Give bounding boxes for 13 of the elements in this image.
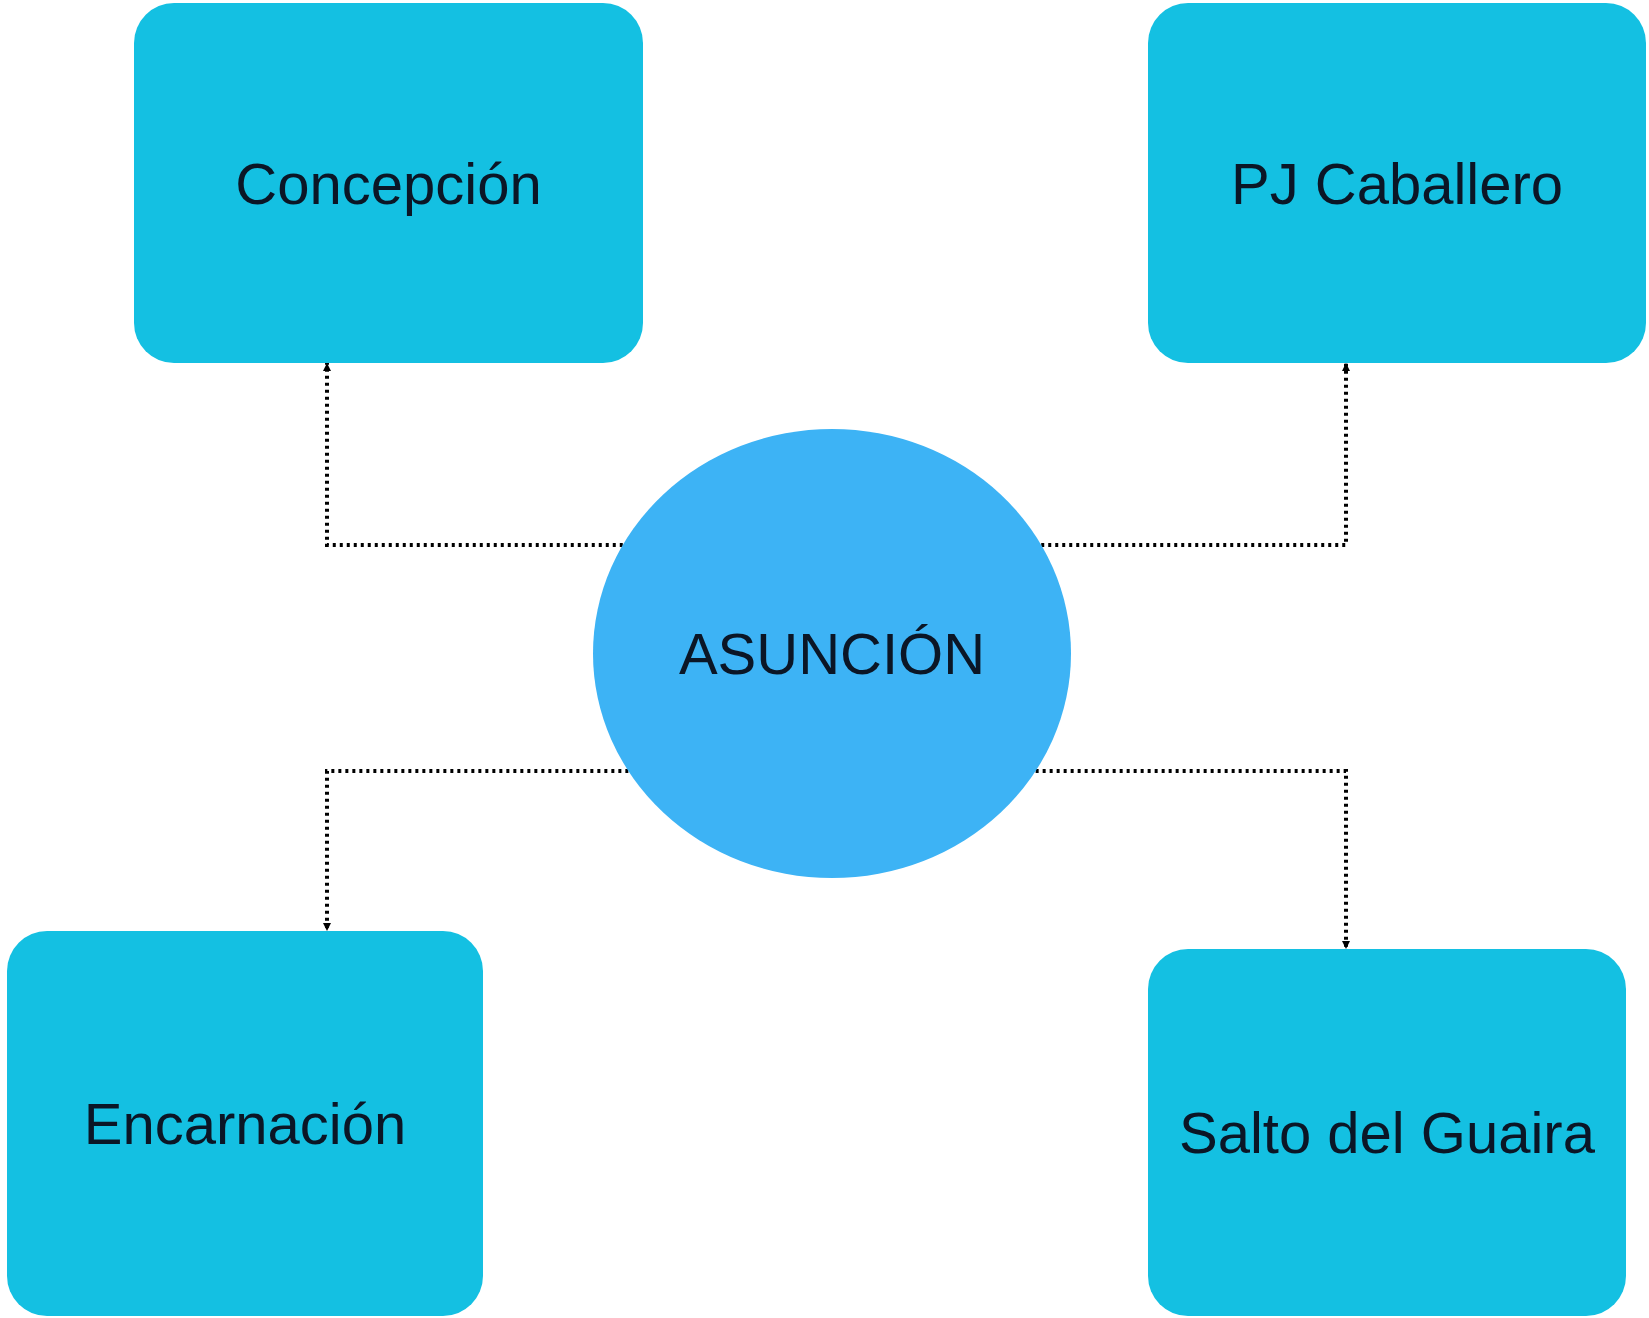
city-box <box>1148 3 1646 363</box>
city-name: Salto del Guaira <box>1179 1099 1595 1167</box>
city-name: Encarnación <box>83 1090 407 1158</box>
city-name: PJ Caballero <box>1230 149 1564 218</box>
city-box <box>1148 949 1626 1316</box>
city-box <box>134 3 643 363</box>
city-box <box>7 931 483 1316</box>
dotted-arrow <box>323 363 623 547</box>
dotted-arrow <box>323 769 629 931</box>
city-name: ASUNCIÓN <box>678 620 986 688</box>
city-name: Concepción <box>235 149 542 218</box>
dotted-arrow <box>1035 769 1350 949</box>
dotted-arrow <box>1041 363 1350 547</box>
